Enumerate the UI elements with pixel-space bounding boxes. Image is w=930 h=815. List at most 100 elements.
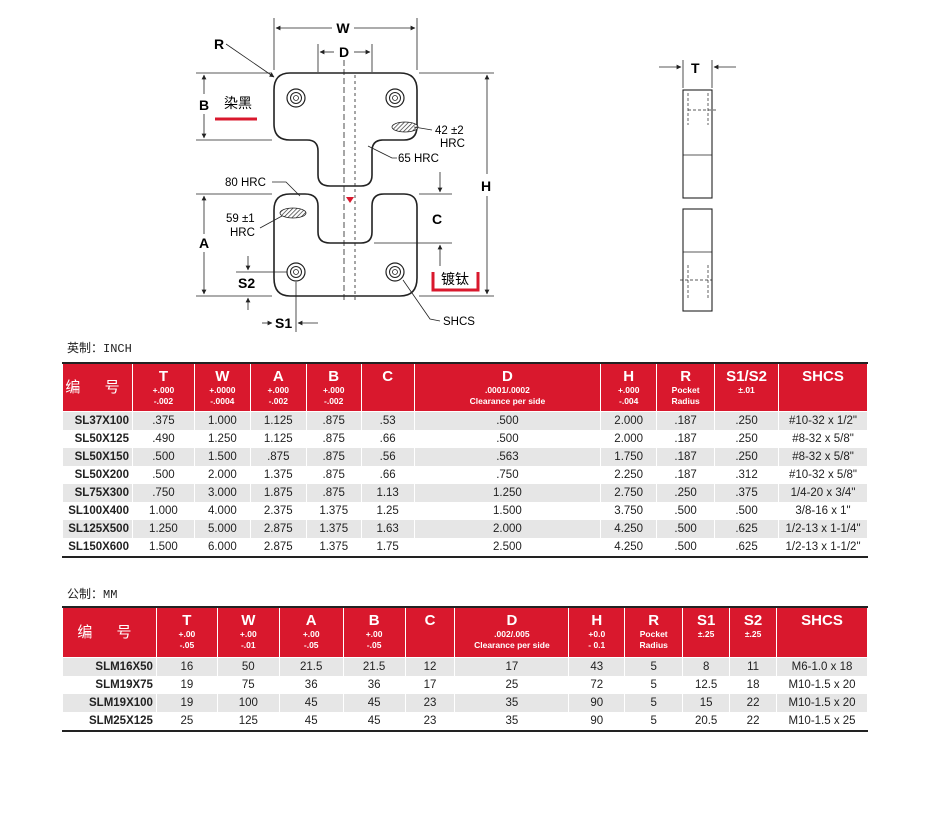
table-cell: .500 bbox=[413, 429, 602, 448]
metric-header-t: T+.00-.05 bbox=[155, 606, 218, 658]
lower-block-outline bbox=[273, 193, 418, 297]
table-cell: 23 bbox=[404, 711, 456, 731]
table-cell: 1.63 bbox=[360, 519, 415, 538]
table-cell: .875 bbox=[249, 447, 307, 466]
table-cell: 1.125 bbox=[249, 429, 307, 448]
table-cell: 75 bbox=[216, 675, 280, 694]
table-cell: 1.375 bbox=[305, 519, 362, 538]
inch-header-shcs: SHCS bbox=[778, 362, 868, 412]
metric-header-w: W+.00-.01 bbox=[216, 606, 280, 658]
inch-header-b: B+.000-.002 bbox=[305, 362, 362, 412]
model-code-cell: SL50X200 bbox=[62, 465, 133, 484]
table-cell: 19 bbox=[155, 675, 218, 694]
shcs-hole-lower-right bbox=[385, 262, 405, 282]
table-cell: 1.000 bbox=[131, 501, 195, 520]
table-cell: .375 bbox=[714, 483, 780, 502]
model-code-cell: SL50X125 bbox=[62, 429, 133, 448]
table-cell: M6-1.0 x 18 bbox=[776, 657, 868, 676]
dimension-a-label: A bbox=[199, 235, 209, 251]
table-cell: 8 bbox=[682, 657, 731, 676]
table-cell: 6.000 bbox=[193, 537, 251, 557]
table-cell: .563 bbox=[413, 447, 602, 466]
model-code-cell: SL75X300 bbox=[62, 483, 133, 502]
table-cell: .500 bbox=[656, 537, 716, 557]
table-cell: 100 bbox=[216, 693, 280, 712]
hardness-59-unit-label: HRC bbox=[230, 227, 255, 239]
table-cell: .500 bbox=[656, 501, 716, 520]
model-code-cell: SL150X600 bbox=[62, 537, 133, 557]
model-code-cell: SL37X100 bbox=[62, 411, 133, 430]
table-cell: 2.875 bbox=[249, 537, 307, 557]
table-cell: 1.500 bbox=[131, 537, 195, 557]
table-cell: 21.5 bbox=[342, 657, 406, 676]
dimension-c-label: C bbox=[432, 211, 442, 227]
strap-lock-side-view-diagram: T bbox=[659, 60, 736, 312]
table-cell: 90 bbox=[568, 711, 626, 731]
table-cell: 1.75 bbox=[360, 537, 415, 557]
dimension-w-label: W bbox=[336, 20, 350, 36]
table-cell: 43 bbox=[568, 657, 626, 676]
dimension-d-label: D bbox=[339, 44, 349, 60]
side-lower-block bbox=[682, 208, 713, 312]
shcs-hole-upper-right bbox=[385, 88, 405, 108]
table-cell: 1.250 bbox=[413, 483, 602, 502]
table-cell: 3/8-16 x 1" bbox=[778, 501, 868, 520]
table-cell: 1.375 bbox=[305, 537, 362, 557]
hardness-65-hrc-label: 65 HRC bbox=[398, 153, 439, 165]
table-cell: .53 bbox=[360, 411, 415, 430]
table-cell: 22 bbox=[729, 711, 778, 731]
model-code-cell: SLM19X75 bbox=[62, 675, 157, 694]
table-cell: .250 bbox=[656, 483, 716, 502]
table-cell: #10-32 x 1/2" bbox=[778, 411, 868, 430]
dimension-t-label: T bbox=[691, 60, 700, 76]
inch-section-label: 英制：INCH bbox=[67, 342, 132, 356]
model-code-cell: SLM16X50 bbox=[62, 657, 157, 676]
dimension-s2-label: S2 bbox=[238, 275, 255, 291]
table-cell: M10-1.5 x 20 bbox=[776, 675, 868, 694]
table-cell: .187 bbox=[656, 411, 716, 430]
inch-header-t: T+.000-.002 bbox=[131, 362, 195, 412]
table-cell: 12 bbox=[404, 657, 456, 676]
table-cell: 1.13 bbox=[360, 483, 415, 502]
table-cell: 5 bbox=[624, 693, 684, 712]
table-cell: 50 bbox=[216, 657, 280, 676]
table-cell: 18 bbox=[729, 675, 778, 694]
table-cell: .875 bbox=[305, 465, 362, 484]
table-cell: 1.250 bbox=[131, 519, 195, 538]
table-cell: .66 bbox=[360, 465, 415, 484]
table-cell: 25 bbox=[155, 711, 218, 731]
hardness-42-label: 42 ±2 bbox=[435, 125, 464, 137]
table-cell: 12.5 bbox=[682, 675, 731, 694]
table-cell: .625 bbox=[714, 537, 780, 557]
table-cell: 3.000 bbox=[193, 483, 251, 502]
dimension-s1-label: S1 bbox=[275, 315, 292, 331]
table-cell: 2.000 bbox=[600, 411, 658, 430]
table-cell: 19 bbox=[155, 693, 218, 712]
table-cell: 3.750 bbox=[600, 501, 658, 520]
hardness-42-unit-label: HRC bbox=[440, 138, 465, 150]
table-cell: 72 bbox=[568, 675, 626, 694]
table-cell: .187 bbox=[656, 429, 716, 448]
table-cell: 36 bbox=[278, 675, 344, 694]
table-cell: 125 bbox=[216, 711, 280, 731]
hardness-59-label: 59 ±1 bbox=[226, 213, 255, 225]
table-cell: .875 bbox=[305, 411, 362, 430]
center-marker-icon bbox=[346, 197, 354, 203]
table-cell: 25 bbox=[454, 675, 570, 694]
table-cell: 4.250 bbox=[600, 537, 658, 557]
inch-header-code: 编 号 bbox=[62, 362, 133, 412]
model-code-cell: SLM19X100 bbox=[62, 693, 157, 712]
table-cell: .66 bbox=[360, 429, 415, 448]
table-cell: 1.000 bbox=[193, 411, 251, 430]
table-cell: 1.875 bbox=[249, 483, 307, 502]
